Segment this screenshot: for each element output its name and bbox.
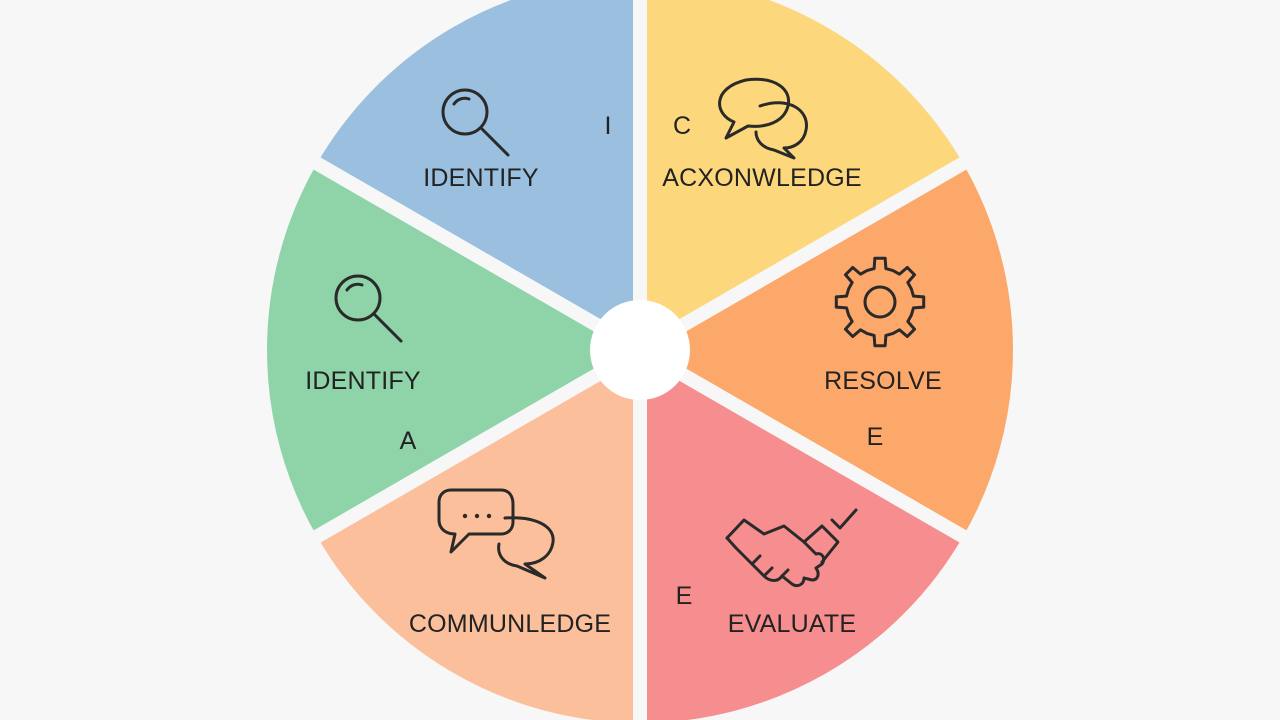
segment-label: IDENTIFY	[423, 164, 539, 192]
gear-icon	[834, 256, 926, 348]
segment-acknowledge: ACXONWLEDGE C	[662, 77, 862, 192]
segment-identify-top: IDENTIFY I	[423, 88, 612, 192]
segment-label: COMMUNLEDGE	[409, 610, 611, 638]
segment-letter: A	[400, 427, 417, 455]
segment-resolve: RESOLVE E	[824, 256, 942, 451]
segment-label: RESOLVE	[824, 367, 942, 395]
chat-dots-icon	[437, 488, 555, 580]
segment-label: ACXONWLEDGE	[662, 164, 861, 192]
wedge-top-right	[633, 0, 977, 357]
wedge-right	[633, 153, 1027, 547]
segment-letter: E	[867, 423, 884, 451]
wedges	[253, 0, 1027, 720]
segment-letter: C	[673, 112, 691, 140]
segment-evaluate: EVALUATE E	[676, 508, 858, 638]
segment-label: IDENTIFY	[305, 367, 421, 395]
speech-bubbles-icon	[718, 77, 808, 160]
center-hub	[590, 300, 690, 400]
segment-label: EVALUATE	[728, 610, 857, 638]
segment-communicate: COMMUNLEDGE	[409, 488, 611, 638]
segment-letter: E	[676, 582, 693, 610]
segment-letter: I	[605, 112, 612, 140]
segment-identify-left: IDENTIFY A	[305, 274, 421, 455]
wedge-left	[253, 153, 647, 547]
magnifier-icon	[334, 274, 403, 343]
wedge-bottom-right	[633, 343, 977, 720]
handshake-icon	[725, 508, 858, 588]
wedge-top-left	[303, 0, 647, 357]
magnifier-icon	[441, 88, 510, 157]
